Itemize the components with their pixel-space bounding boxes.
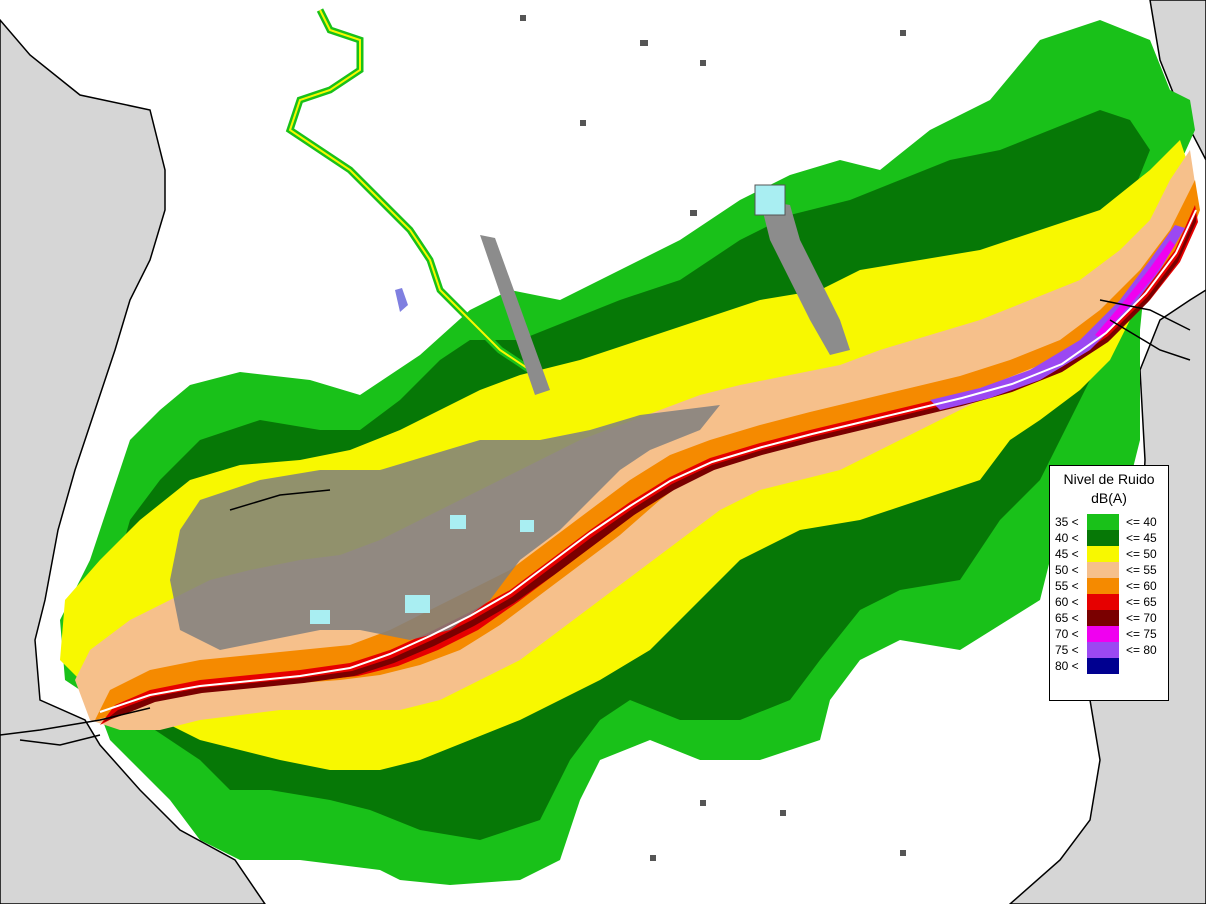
river-centerline (288, 9, 531, 371)
legend-row: 45 < <= 50 (1050, 546, 1168, 562)
legend-upper-bound: <= 40 (1126, 515, 1157, 529)
scattered-building (690, 210, 697, 216)
legend-upper-bound: <= 60 (1126, 579, 1157, 593)
legend-row: 80 < (1050, 658, 1168, 674)
building-block (310, 610, 330, 624)
building-block (405, 595, 430, 613)
legend-swatch (1087, 594, 1119, 610)
legend-upper-bound: <= 70 (1126, 611, 1157, 625)
scattered-building (900, 30, 906, 36)
scattered-building (650, 855, 656, 861)
legend-swatch (1087, 658, 1119, 674)
legend-swatch (1087, 530, 1119, 546)
building-block (450, 515, 466, 529)
legend-swatch (1087, 578, 1119, 594)
legend-upper-bound: <= 50 (1126, 547, 1157, 561)
scattered-building (395, 288, 408, 312)
legend-upper-bound: <= 80 (1126, 643, 1157, 657)
legend-swatch (1087, 610, 1119, 626)
legend-lower-bound: 65 < (1055, 611, 1079, 625)
legend-lower-bound: 35 < (1055, 515, 1079, 529)
legend-lower-bound: 80 < (1055, 659, 1079, 673)
main-road (99, 209, 1197, 713)
legend-title-line2: dB(A) (1091, 490, 1127, 506)
legend-swatch (1087, 514, 1119, 530)
building-block (754, 184, 786, 216)
legend-swatch (1087, 642, 1119, 658)
legend-lower-bound: 75 < (1055, 643, 1079, 657)
scattered-building (580, 120, 586, 126)
legend-upper-bound: <= 45 (1126, 531, 1157, 545)
scattered-building (780, 810, 786, 816)
legend-row: 50 < <= 55 (1050, 562, 1168, 578)
contour-70-75 (1095, 240, 1175, 338)
legend-title: Nivel de Ruido dB(A) (1050, 470, 1168, 508)
legend-upper-bound: <= 55 (1126, 563, 1157, 577)
legend-upper-bound: <= 65 (1126, 595, 1157, 609)
urban-area (170, 405, 720, 650)
legend-swatch (1087, 546, 1119, 562)
legend-lower-bound: 45 < (1055, 547, 1079, 561)
building-block (520, 520, 534, 532)
legend-row: 35 < <= 40 (1050, 514, 1168, 530)
legend-swatch (1087, 626, 1119, 642)
legend-row: 65 < <= 70 (1050, 610, 1168, 626)
scattered-building (700, 800, 706, 806)
industrial-area (760, 200, 850, 355)
legend-swatch (1087, 562, 1119, 578)
outside-area-left (0, 18, 266, 904)
legend-lower-bound: 40 < (1055, 531, 1079, 545)
scattered-building (900, 850, 906, 856)
legend-upper-bound: <= 75 (1126, 627, 1157, 641)
legend-lower-bound: 70 < (1055, 627, 1079, 641)
legend-row: 40 < <= 45 (1050, 530, 1168, 546)
scattered-building (520, 15, 526, 21)
scattered-building (700, 60, 706, 66)
secondary-road (0, 299, 1191, 746)
legend-lower-bound: 60 < (1055, 595, 1079, 609)
contour-55-60 (95, 180, 1200, 720)
legend-lower-bound: 55 < (1055, 579, 1079, 593)
scattered-building (640, 40, 648, 46)
legend-row: 75 < <= 80 (1050, 642, 1168, 658)
legend-row: 55 < <= 60 (1050, 578, 1168, 594)
road-strip (480, 235, 550, 395)
legend-lower-bound: 50 < (1055, 563, 1079, 577)
legend-row: 70 < <= 75 (1050, 626, 1168, 642)
legend-title-line1: Nivel de Ruido (1063, 471, 1155, 487)
legend-row: 60 < <= 65 (1050, 594, 1168, 610)
